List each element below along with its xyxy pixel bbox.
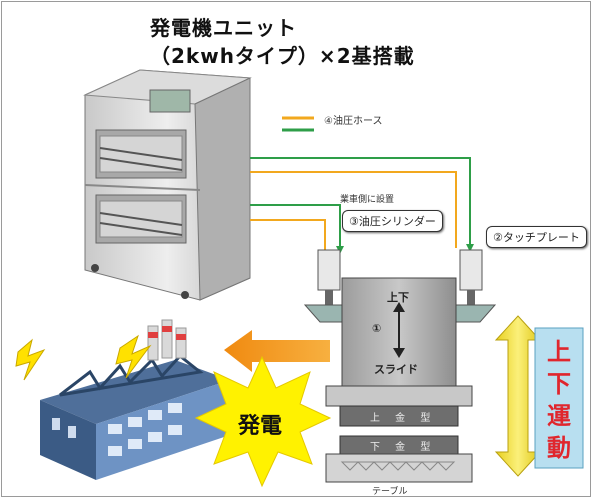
cylinder-callout: ③油圧シリンダー xyxy=(342,210,443,232)
vertical-motion-arrow xyxy=(494,315,542,477)
power-burst xyxy=(194,355,332,488)
power-label: 発電 xyxy=(238,414,283,439)
legend-label: ④油圧ホース xyxy=(324,116,383,127)
slide-label-top: 上下 xyxy=(387,291,409,304)
upper-die-label: 上 金 型 xyxy=(370,413,437,424)
lower-die-label: 下 金 型 xyxy=(370,442,437,453)
energy-arrow xyxy=(224,330,330,372)
motion-label-box xyxy=(534,327,584,469)
lightning-icon xyxy=(15,338,46,381)
touch-plate-callout: ②タッチプレート xyxy=(486,226,587,248)
slide-label-bottom: スライド xyxy=(374,363,418,376)
title-line1: 発電機ユニット xyxy=(150,16,297,40)
factory xyxy=(40,319,230,480)
install-note: 業車側に設置 xyxy=(340,195,395,205)
title-line2: （2kwhタイプ）×2基搭載 xyxy=(150,44,415,68)
generator-unit xyxy=(83,69,252,301)
lightning-icon xyxy=(115,334,152,379)
slide-label-num: ① xyxy=(372,322,382,335)
table-label: テーブル xyxy=(372,487,408,497)
press xyxy=(303,249,497,483)
hydraulic-hoses xyxy=(250,157,474,254)
motion-label: 上下運動 xyxy=(547,338,571,462)
